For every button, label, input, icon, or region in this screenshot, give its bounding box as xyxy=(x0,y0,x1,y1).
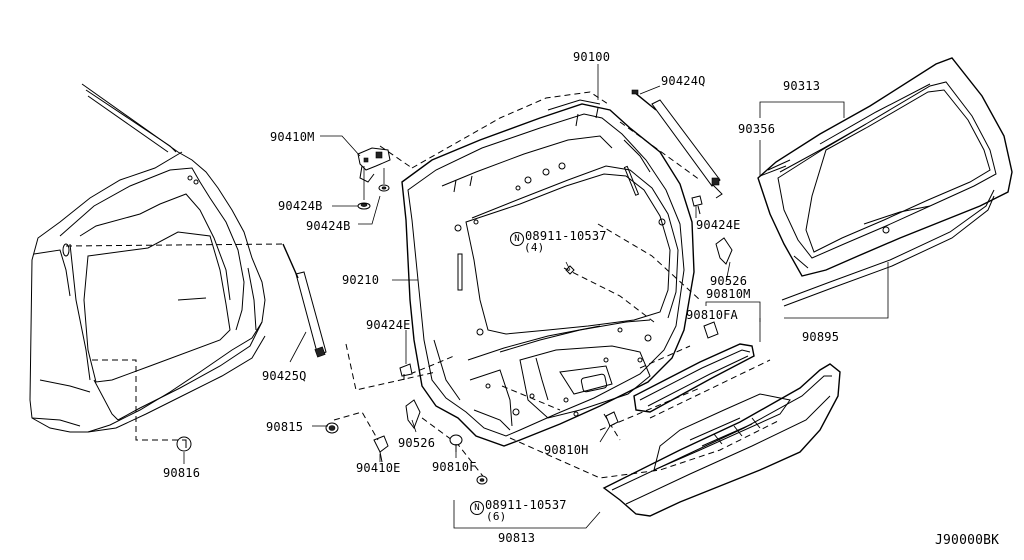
leader-lines xyxy=(183,64,889,529)
diagram-code: J90000BK xyxy=(935,533,1000,548)
back-door-panel xyxy=(401,99,695,447)
high-mount-finisher xyxy=(633,343,755,413)
label-90424q: 90424Q xyxy=(661,74,706,88)
nut-symbol-icon: N xyxy=(470,501,484,515)
exploded-dashed-lines xyxy=(65,91,781,481)
label-90410e: 90410E xyxy=(356,461,401,475)
label-90356: 90356 xyxy=(738,122,776,136)
clip-part-number: 08911-10537 xyxy=(525,229,607,243)
glass-moulding xyxy=(759,159,995,307)
label-90526-left: 90526 xyxy=(398,436,436,450)
label-90424b-1: 90424B xyxy=(278,199,323,213)
label-90410m: 90410M xyxy=(270,130,315,144)
label-90816: 90816 xyxy=(163,466,201,480)
label-90210: 90210 xyxy=(342,273,380,287)
label-clip-qty-4: (4) xyxy=(524,241,545,254)
vehicle-body-outline xyxy=(29,83,266,433)
back-door-glass xyxy=(757,57,1013,277)
label-90424b-2: 90424B xyxy=(306,219,351,233)
label-90810m: 90810M xyxy=(706,287,751,301)
label-90813: 90813 xyxy=(498,531,536,545)
label-90895: 90895 xyxy=(802,330,840,344)
label-90100: 90100 xyxy=(573,50,611,64)
label-90425q: 90425Q xyxy=(262,369,307,383)
fasteners xyxy=(176,195,733,485)
gas-strut-right xyxy=(631,89,723,199)
hinge-assembly xyxy=(357,147,391,210)
nut-symbol-icon: N xyxy=(510,232,524,246)
label-90810h: 90810H xyxy=(544,443,589,457)
label-90815: 90815 xyxy=(266,420,304,434)
label-clip-qty-6: (6) xyxy=(486,510,507,523)
lower-finisher-panel xyxy=(602,363,841,517)
clip2-part-number: 08911-10537 xyxy=(485,498,567,512)
label-90313: 90313 xyxy=(783,79,821,93)
label-90424e-mid: 90424E xyxy=(366,318,411,332)
label-90810f: 90810F xyxy=(432,460,477,474)
label-90526-right: 90526 xyxy=(710,274,748,288)
label-90424e-top: 90424E xyxy=(696,218,741,232)
label-90810fa: 90810FA xyxy=(686,308,738,322)
gas-strut-left xyxy=(282,243,327,363)
